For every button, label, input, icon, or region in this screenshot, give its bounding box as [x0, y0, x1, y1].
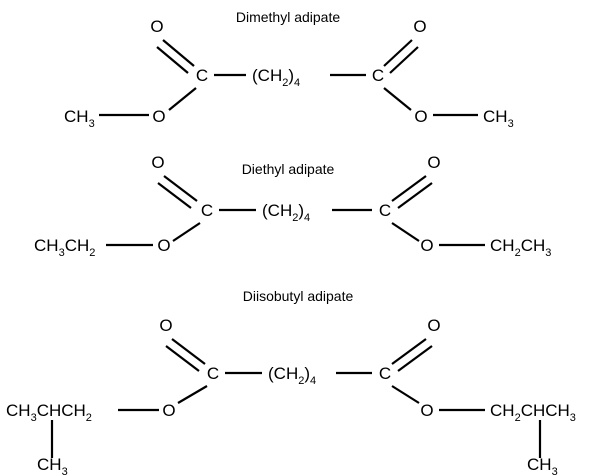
right-alkyl-group: CH3 [483, 107, 514, 130]
methylene-chain-label: (CH2)4 [268, 364, 316, 387]
left-ester-bond [177, 385, 208, 404]
right-double-bond-line [391, 175, 427, 202]
right-alkyl-group: CH2CHCH3 [490, 401, 576, 424]
right-double-bond-line [391, 338, 427, 365]
left-ester-oxygen: O [157, 236, 170, 255]
left-double-bond-line [156, 46, 189, 74]
left-carbonyl-oxygen: O [151, 153, 164, 172]
left-double-bond-line [162, 39, 195, 67]
right-ester-bond [383, 87, 412, 111]
methylene-chain-label: (CH2)4 [262, 201, 310, 224]
right-carbonyl-oxygen: O [427, 153, 440, 172]
right-double-bond-line [397, 345, 433, 372]
right-ester-bond [391, 385, 420, 404]
left-double-bond-line [165, 345, 200, 372]
right-ester-oxygen: O [420, 401, 433, 420]
molecule-title: Dimethyl adipate [236, 9, 340, 25]
molecule-title: Diisobutyl adipate [243, 288, 354, 304]
left-ester-bond [168, 87, 197, 111]
right-double-bond-line [383, 39, 413, 67]
right-branch-methyl: CH3 [527, 455, 558, 476]
right-double-bond-line [397, 182, 433, 209]
left-ester-bond [172, 222, 201, 242]
right-alkyl-group: CH2CH3 [490, 236, 551, 259]
right-ester-oxygen: O [414, 107, 427, 126]
left-carbonyl-oxygen: O [159, 316, 172, 335]
right-carbonyl-oxygen: O [413, 17, 426, 36]
left-alkyl-group: CH3CHCH2 [6, 401, 92, 424]
molecule-diethyl-adipate: Diethyl adipate O O C C (CH2)4 O O CH3CH… [34, 153, 551, 259]
molecule-dimethyl-adipate: Dimethyl adipate O O C C (CH2)4 O O CH3 … [64, 9, 514, 130]
methylene-chain-label: (CH2)4 [252, 66, 300, 89]
right-carbonyl-carbon: C [379, 364, 391, 383]
left-ester-oxygen: O [162, 401, 175, 420]
molecule-title: Diethyl adipate [242, 161, 335, 177]
right-carbonyl-carbon: C [379, 201, 391, 220]
right-double-bond-line [389, 46, 419, 74]
left-carbonyl-carbon: C [201, 201, 213, 220]
left-double-bond-line [157, 182, 192, 209]
left-branch-methyl: CH3 [37, 455, 68, 476]
right-ester-oxygen: O [420, 236, 433, 255]
left-carbonyl-carbon: C [207, 364, 219, 383]
left-alkyl-group: CH3 [64, 107, 95, 130]
right-carbonyl-carbon: C [372, 66, 384, 85]
molecule-diisobutyl-adipate: Diisobutyl adipate O O C C (CH2)4 O O CH… [6, 288, 576, 476]
left-double-bond-line [163, 175, 198, 202]
left-double-bond-line [171, 338, 206, 365]
left-ester-oxygen: O [152, 107, 165, 126]
right-carbonyl-oxygen: O [427, 316, 440, 335]
left-alkyl-group: CH3CH2 [34, 236, 95, 259]
right-ester-bond [391, 222, 420, 242]
left-carbonyl-oxygen: O [150, 17, 163, 36]
left-carbonyl-carbon: C [196, 66, 208, 85]
